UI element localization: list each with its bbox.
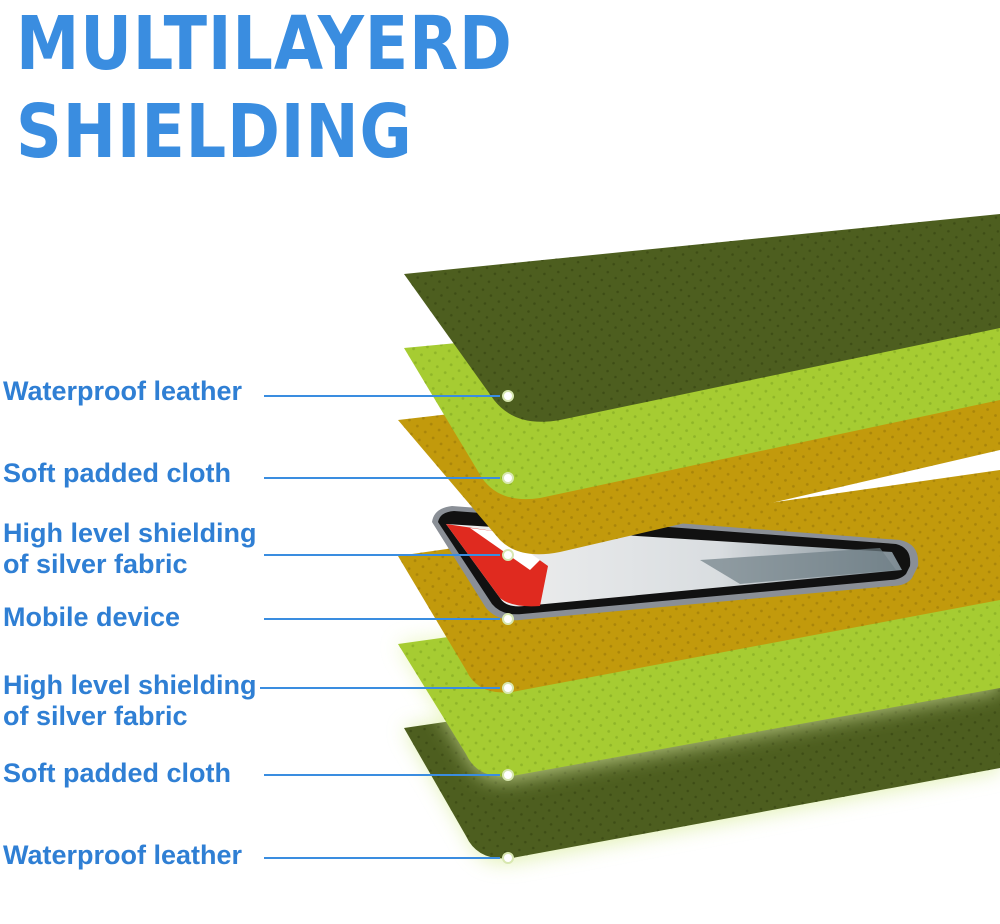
label-mobile-device: Mobile device [3, 602, 180, 633]
pointer-dot-4 [503, 614, 513, 624]
label-soft-padded-cloth-top: Soft padded cloth [3, 458, 231, 489]
label-silver-fabric-bottom: High level shielding of silver fabric [3, 670, 257, 732]
label-text-line-2: of silver fabric [3, 549, 257, 580]
label-text: Soft padded cloth [3, 758, 231, 788]
label-text: Waterproof leather [3, 376, 242, 406]
pointer-dot-6 [503, 770, 513, 780]
pointer-dot-5 [503, 683, 513, 693]
label-text: Soft padded cloth [3, 458, 231, 488]
pointer-dot-3 [503, 550, 513, 560]
label-text-line-1: High level shielding [3, 670, 257, 701]
label-text-line-2: of silver fabric [3, 701, 257, 732]
label-text: Mobile device [3, 602, 180, 632]
pointer-dot-7 [503, 853, 513, 863]
label-soft-padded-cloth-bottom: Soft padded cloth [3, 758, 231, 789]
label-waterproof-leather-bottom: Waterproof leather [3, 840, 242, 871]
label-text-line-1: High level shielding [3, 518, 257, 549]
pointer-dot-2 [503, 473, 513, 483]
label-waterproof-leather-top: Waterproof leather [3, 376, 242, 407]
pointer-dot-1 [503, 391, 513, 401]
label-text: Waterproof leather [3, 840, 242, 870]
label-silver-fabric-top: High level shielding of silver fabric [3, 518, 257, 580]
